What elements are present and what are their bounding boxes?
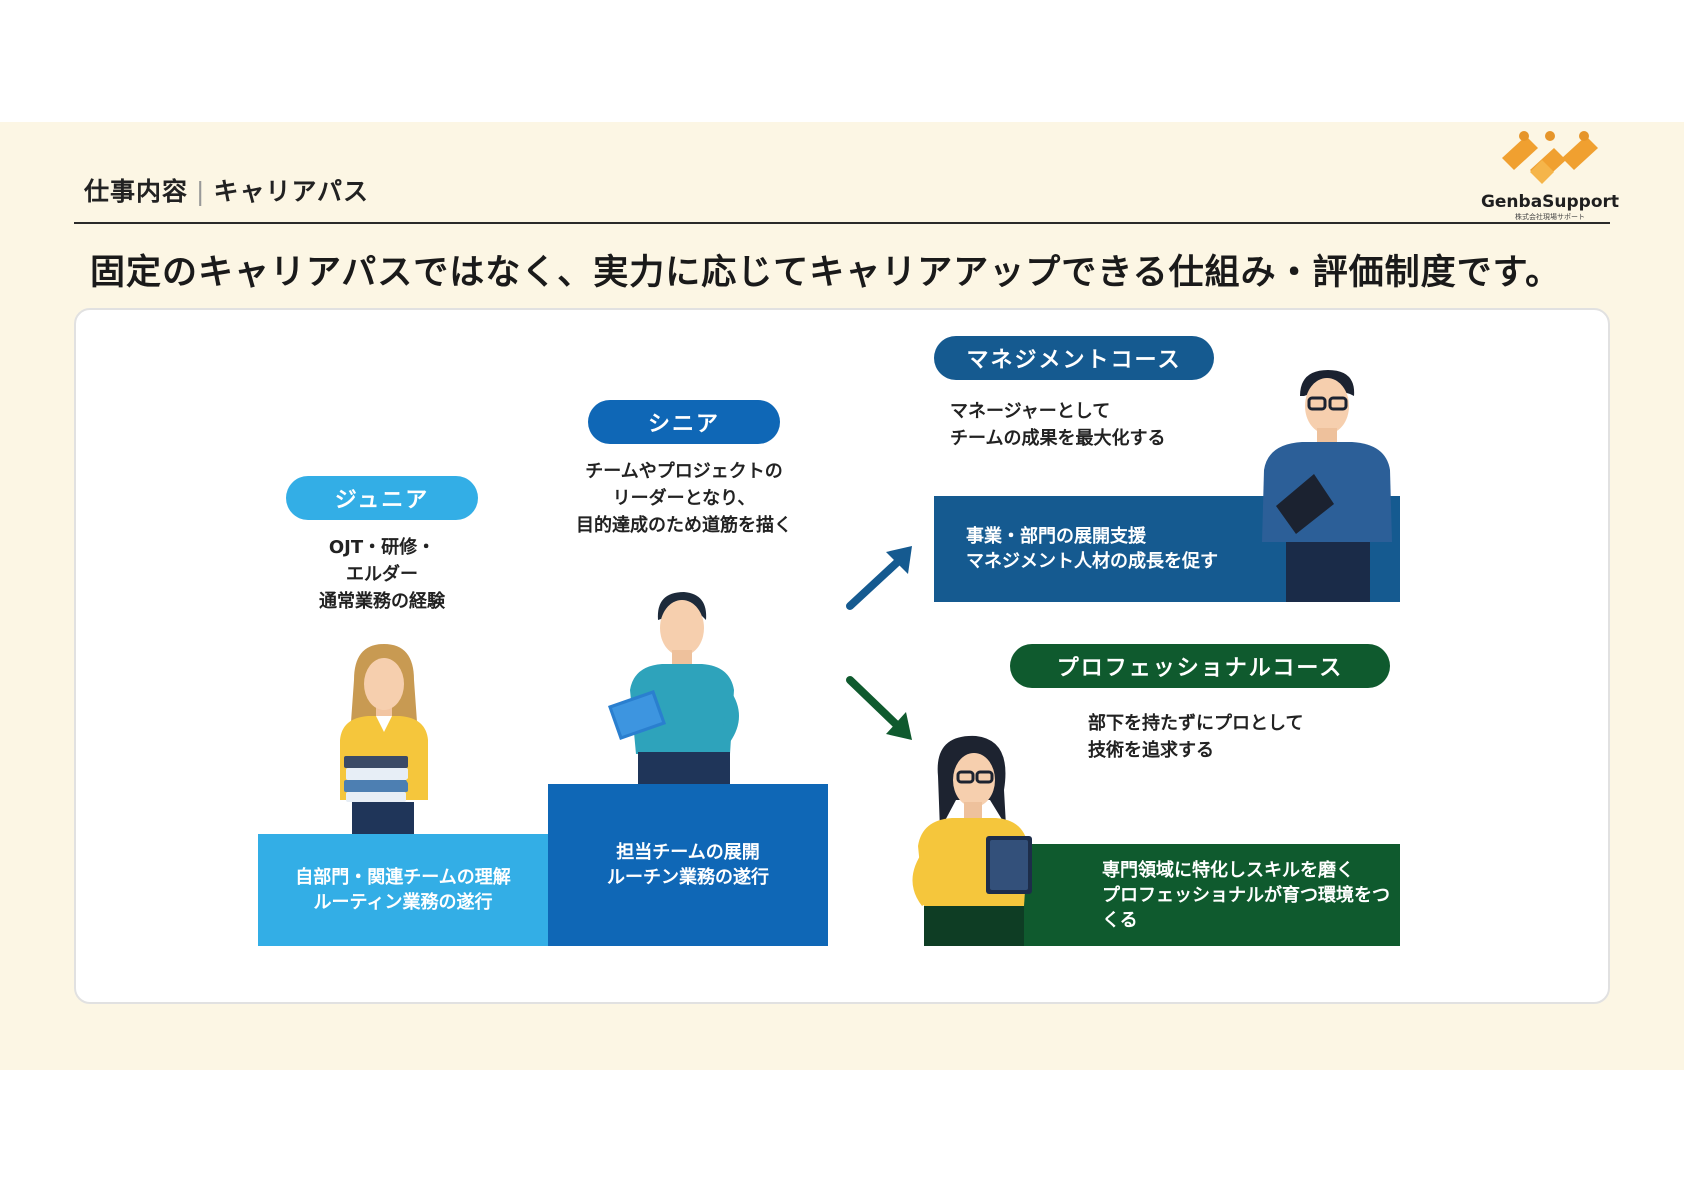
section-label: 仕事内容	[84, 177, 189, 206]
career-path-panel: ジュニア OJT・研修・ エルダー 通常業務の経験 自部門・関連チームの理解 ル…	[74, 308, 1610, 1004]
headline: 固定のキャリアパスではなく、実力に応じてキャリアアップできる仕組み・評価制度です…	[90, 253, 1562, 293]
senior-role-block: 担当チームの展開 ルーチン業務の遂行	[548, 784, 828, 946]
senior-person-icon	[608, 592, 739, 810]
senior-description: チームやプロジェクトの リーダーとなり、 目的達成のため道筋を描く	[576, 461, 792, 536]
junior-role-block: 自部門・関連チームの理解 ルーティン業務の遂行	[258, 834, 548, 946]
manager-person-icon	[1262, 370, 1392, 602]
logo-subtitle: 株式会社現場サポート	[1515, 213, 1585, 221]
professional-role-block: 専門領域に特化しスキルを磨く プロフェッショナルが育つ環境をつくる	[1010, 844, 1400, 946]
senior-badge: シニア	[588, 400, 780, 444]
professional-person-icon	[912, 735, 1032, 946]
management-description: マネージャーとして チームの成果を最大化する	[950, 401, 1166, 449]
company-logo: GenbaSupport 株式会社現場サポート	[1480, 130, 1620, 222]
professional-course-badge: プロフェッショナルコース	[1010, 644, 1390, 688]
section-header: 仕事内容|キャリアパス	[84, 172, 369, 208]
management-course-badge: マネジメントコース	[934, 336, 1214, 380]
junior-description: OJT・研修・ エルダー 通常業務の経験	[319, 537, 445, 612]
arrow-up-right-icon	[846, 546, 912, 610]
logo-mark-icon	[1502, 131, 1598, 184]
topic-label: キャリアパス	[213, 177, 369, 206]
header-separator: |	[196, 177, 206, 206]
junior-person-icon	[340, 644, 428, 836]
professional-description: 部下を持たずにプロとして 技術を追求する	[1088, 713, 1304, 761]
junior-badge: ジュニア	[286, 476, 478, 520]
logo-name: GenbaSupport	[1480, 192, 1620, 212]
header-divider	[74, 222, 1610, 224]
arrow-down-right-icon	[846, 676, 912, 740]
slide: 仕事内容|キャリアパス GenbaSupport 株式会社現場サポート 固定のキ…	[0, 122, 1684, 1070]
